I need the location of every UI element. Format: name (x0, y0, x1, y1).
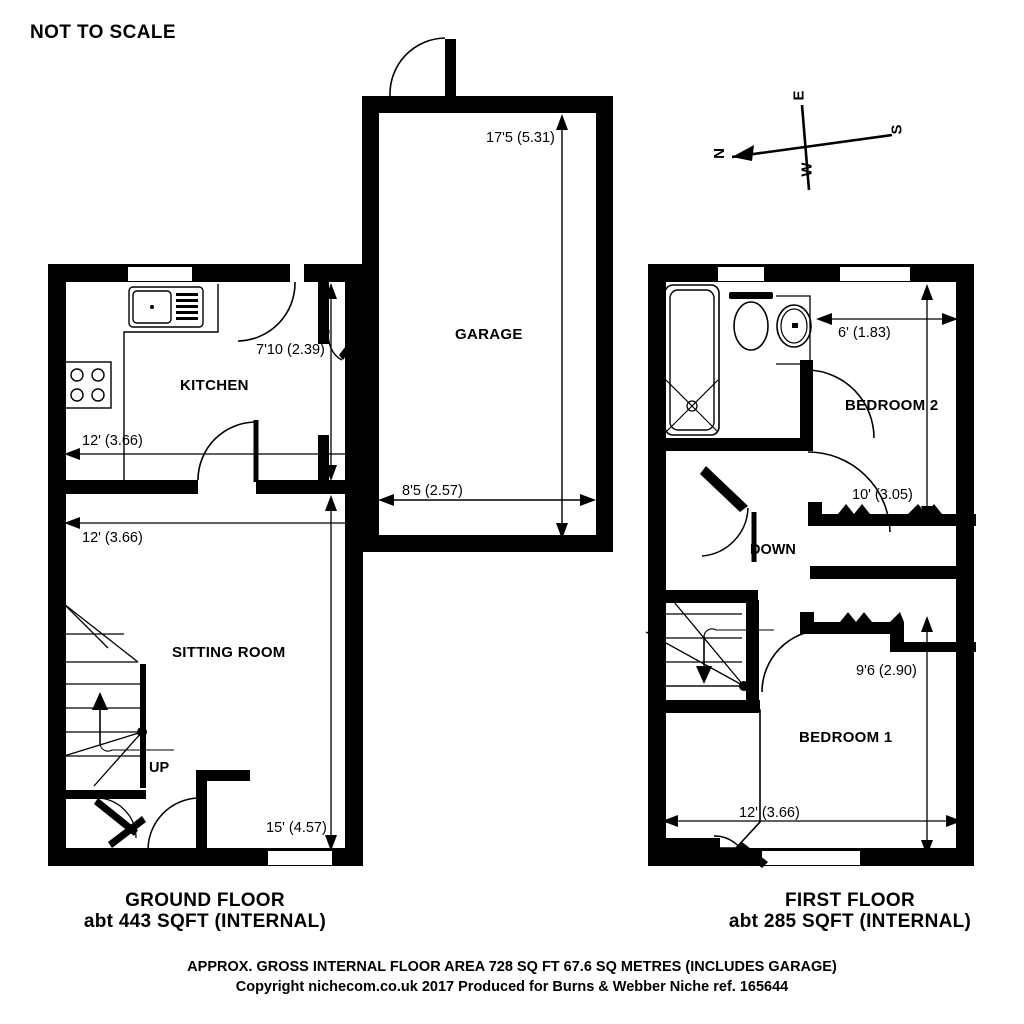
ff-wall-right (956, 264, 974, 866)
room-label-kitchen: KITCHEN (180, 377, 249, 394)
kitchen-worktop-outline (114, 282, 220, 480)
gf-window-kitchen (128, 266, 192, 282)
ff-wall-landing-left (648, 512, 661, 602)
room-label-garage: GARAGE (455, 326, 523, 343)
dimension-bedroom2-width-label: 6' (1.83) (838, 325, 891, 341)
ff-wall-bathroom-bottom (648, 438, 813, 451)
ff-bedroom1-entry-door-icon (712, 835, 770, 868)
dimension-bedroom1-width-label: 12' (3.66) (739, 805, 800, 821)
gf-wall-top (48, 264, 363, 282)
dimension-sitting-width-label: 12' (3.66) (82, 530, 143, 546)
gf-wall-hall-left-lower (318, 435, 329, 481)
gf-understair-door-icon (94, 792, 148, 852)
dimension-kitchen-width-label: 12' (3.66) (82, 433, 143, 449)
room-label-sitting-room: SITTING ROOM (172, 644, 286, 661)
gf-stair-direction-label: UP (149, 760, 170, 776)
dimension-kitchen-width-arrow (64, 445, 363, 463)
gf-front-door-swing-icon (236, 281, 296, 343)
gf-lobby-door-swing-icon (146, 796, 200, 852)
kitchen-hob-icon (64, 361, 112, 409)
dimension-garage-width-arrow (378, 491, 596, 509)
ff-stair-direction-label: DOWN (750, 542, 796, 558)
ff-wall-bedroom1-top (800, 612, 976, 652)
first-floor-area: abt 285 SQFT (INTERNAL) (728, 911, 972, 932)
ground-floor-area: abt 443 SQFT (INTERNAL) (83, 911, 327, 932)
gf-window-sitting-room (268, 850, 332, 866)
ff-window-bathroom (718, 266, 764, 282)
gf-wall-hall-left-upper (318, 282, 329, 344)
garage-wall-right (596, 96, 613, 552)
dimension-sitting-width-arrow (64, 514, 363, 532)
dimension-bedroom2-depth-label: 10' (3.05) (852, 487, 913, 503)
dimension-hall-width-arrow (322, 283, 340, 481)
ff-staircase-lower (664, 685, 760, 710)
ff-bedroom1-door-swing-icon (760, 628, 824, 696)
dimension-house-depth-label: 15' (4.57) (266, 820, 327, 836)
ff-bathroom-door-swing-icon (803, 368, 876, 440)
ff-wall-bathroom-right (800, 264, 813, 282)
kitchen-sink-icon (128, 286, 204, 328)
ff-wall-landing-bottom (648, 590, 758, 603)
dimension-garage-depth-arrow (552, 114, 572, 539)
dimension-bedroom1-depth-arrow (918, 616, 936, 856)
bathroom-wc-icon (726, 292, 776, 354)
dimension-house-depth-arrow (322, 495, 340, 851)
garage-wall-bottom (379, 535, 613, 552)
dimension-bedroom2-depth-arrow (918, 284, 936, 522)
ground-floor-title: GROUND FLOOR (125, 890, 285, 911)
first-floor-title: FIRST FLOOR (785, 890, 915, 911)
garage-wall-top (362, 96, 613, 113)
ff-wall-bedroom-divider (810, 566, 974, 579)
gf-staircase (63, 603, 174, 794)
gf-lobby-wall-horizontal (196, 770, 250, 781)
dimension-garage-width-label: 8'5 (2.57) (402, 483, 463, 499)
dimension-bedroom2-width-arrow (816, 310, 958, 328)
ff-wardrobe-wall-bottom (662, 838, 720, 849)
ff-wall-stair-right (746, 600, 759, 710)
first-floor-plan: DOWN BEDROOM 2 BEDROOM 1 6' (1.83) (640, 0, 1024, 880)
dimension-hall-width-label: 7'10 (2.39) (256, 342, 325, 358)
garage-wall-left (362, 96, 379, 552)
compass-rose: N E S W (710, 90, 920, 200)
ff-landing-door-icon (660, 452, 757, 592)
gf-wall-right (345, 264, 363, 866)
ff-bedroom2-door-swing-icon (807, 451, 892, 534)
gf-hall-entry-opening (290, 264, 304, 282)
garage-door-swing-icon (389, 37, 450, 100)
dimension-bedroom1-depth-label: 9'6 (2.90) (856, 663, 917, 679)
dimension-bedroom1-width-arrow (662, 812, 962, 830)
gf-doorway-kitchen (198, 480, 256, 494)
bathroom-bath-icon (664, 284, 720, 436)
gf-understair-wall (66, 790, 146, 799)
not-to-scale-label: NOT TO SCALE (30, 22, 176, 43)
ground-floor-plan: GARAGE 17'5 (5.31) 8'5 (2.57) (48, 37, 613, 866)
ff-bedroom1-wardrobe-outline (662, 709, 766, 852)
gf-wall-left (48, 264, 66, 866)
footer-copyright-line: Copyright nichecom.co.uk 2017 Produced f… (235, 979, 789, 995)
room-label-bedroom-1: BEDROOM 1 (799, 729, 893, 746)
room-label-bedroom-2: BEDROOM 2 (845, 397, 939, 414)
gf-kitchen-door-swing-icon (196, 420, 259, 482)
dimension-garage-depth-label: 17'5 (5.31) (486, 130, 555, 146)
ff-wall-bedroom2-bottom (808, 502, 976, 532)
ff-window-bedroom1 (762, 850, 860, 866)
gf-lobby-wall-vertical (196, 770, 207, 866)
garage-door-jamb (445, 39, 456, 99)
footer-area-line: APPROX. GROSS INTERNAL FLOOR AREA 728 SQ… (187, 959, 837, 975)
bathroom-basin-icon (774, 295, 812, 368)
ff-window-bedroom2 (840, 266, 910, 282)
